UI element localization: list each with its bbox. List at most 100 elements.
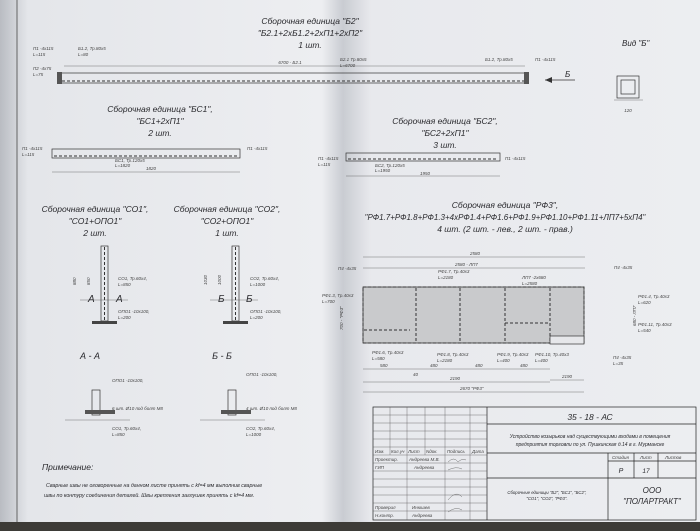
table-surface	[0, 522, 700, 531]
bs1-dim: 1820	[146, 166, 157, 171]
b2-part1-label: Б1.2, Тр.80х5	[78, 46, 106, 51]
co2-dim1: 1030	[203, 274, 208, 285]
signatures	[447, 458, 467, 513]
tb-role-0: Проектир.	[375, 457, 398, 462]
co1-formula: "СО1+ОПО1"	[69, 216, 122, 226]
section-bb-note: 4 шт. Ø10 под болт М8	[246, 406, 297, 411]
co1-base-len: L=200	[118, 315, 131, 320]
bs2-part-label: БС2, Тр.120х5	[375, 163, 405, 168]
co2-part-len: L=1000	[250, 282, 266, 287]
bs1-title: Сборочная единица "БС1",	[107, 104, 213, 114]
co1-title: Сборочная единица "СО1",	[42, 204, 149, 214]
view-b-dim: 120	[624, 108, 632, 113]
tb-header-podpis: Подпись	[447, 449, 465, 454]
bs1-part-len: L=1820	[115, 163, 131, 168]
bs1-formula: "БС1+2хП1"	[136, 116, 184, 126]
co2-cut-right: Б	[246, 294, 253, 305]
rf3-label-lp7: ЛП7 -2х680	[521, 275, 546, 280]
rf3-dim-bottom2: 2190	[561, 374, 573, 379]
tb-sheet-label: Лист	[639, 455, 652, 460]
rf3-label-rf19: РФ1.9, Тр.40х3	[497, 352, 529, 357]
rf3-dim-right: 680 - ЛП7	[632, 305, 637, 326]
rf3-label-rf14: РФ1.4, Тр.40х3	[638, 294, 670, 299]
rf3-label-p4: П4 -4х35	[613, 355, 632, 360]
rf3-label-lp7-len: L=2580	[522, 281, 538, 286]
tb-code: 35 - 18 - АС	[567, 412, 613, 422]
tb-project-line1: Устройство козырьков над существующими в…	[510, 433, 671, 440]
assembly-bs1: Сборочная единица "БС1", "БС1+2хП1" 2 шт…	[22, 104, 268, 173]
tb-name-3: Андреева	[411, 513, 433, 518]
tb-name-0: Андреева М.В.	[408, 457, 440, 462]
b2-plate-label: П1 -4х115	[33, 46, 54, 51]
section-bb-part: СО2, Тр.60х4,	[246, 426, 275, 431]
note: Примечание: Сварные швы не оговоренные н…	[42, 462, 262, 499]
rf3-label-rf16: РФ1.6, Тр.40х3	[372, 350, 404, 355]
bs2-part-len: L=1950	[375, 168, 391, 173]
tb-header-ndok: Nдок.	[426, 449, 438, 454]
rf3-dim-bottom1: 2190	[449, 376, 461, 381]
tb-name-2: Инюшев	[412, 505, 430, 510]
tb-header-data: Дата	[471, 449, 484, 454]
co1-cut-left: А	[87, 294, 95, 305]
bs2-plate-len: L=115	[318, 162, 331, 167]
section-aa-base: ОПО1 -10х100,	[112, 378, 144, 383]
bs2-formula: "БС2+2хП1"	[421, 128, 469, 138]
rf3-label-p4-len: L=35	[613, 361, 624, 366]
section-aa: А - А 6 шт. Ø10 под болт М8 СО1, Тр.60х4…	[65, 351, 163, 437]
assembly-bs2: Сборочная единица "БС2", "БС2+2хП1" 3 шт…	[318, 116, 526, 177]
rf3-label-rf18-len: L=2180	[437, 358, 453, 363]
section-aa-note: 6 шт. Ø10 под болт М8	[112, 406, 163, 411]
rf3-label-rf17-len: L=2180	[438, 275, 454, 280]
assembly-co1: Сборочная единица "СО1", "СО1+ОПО1" 2 шт…	[42, 204, 150, 324]
b2-part2-label: Б2.1 Тр.80х5	[340, 57, 367, 62]
tb-stage: Р	[619, 468, 624, 475]
rf3-dim-sheet: 2580 - ЛП7	[454, 262, 478, 267]
co2-qty: 1 шт.	[215, 228, 239, 238]
co2-dim2: 1000	[217, 274, 222, 285]
rf3-label-rf110: РФ1.10, Тр.40х3	[535, 352, 569, 357]
rf3-dim-height: 700 - "РФ3"	[339, 306, 344, 330]
b2-dim: 6700 - Б2.1	[278, 60, 302, 65]
tb-role-2: Проверил	[375, 505, 396, 510]
tb-sheet-title-line1: Сборочные единицы "Б2", "БС1", "БС2",	[507, 490, 586, 495]
view-b-title: Вид "Б"	[622, 39, 650, 48]
view-arrow-b: Б	[565, 70, 570, 79]
bs1-part-label: БС1, Тр.120х5	[115, 158, 145, 163]
co1-part-len: L=850	[118, 282, 131, 287]
rf3-label-rf16-len: L=580	[372, 356, 385, 361]
co2-part-label: СО2, Тр.60х4,	[250, 276, 279, 281]
bs2-title: Сборочная единица "БС2",	[392, 116, 498, 126]
bs2-dim: 1950	[420, 171, 431, 176]
rf3-span-1: 580	[380, 363, 388, 368]
rf3-label-rf13-len: L=700	[322, 299, 335, 304]
tb-name-1: Андреева	[413, 465, 435, 470]
bs2-plate-label: П1 -4х115	[318, 156, 339, 161]
rf3-dim-total-bottom: 2670 "РФ3"	[459, 386, 484, 391]
rf3-span-4: 480	[520, 363, 528, 368]
co2-cut-left: Б	[218, 294, 225, 305]
rf3-label-rf19-len: L=400	[497, 358, 510, 363]
rf3-label-p4-left: П4 -4х35	[338, 266, 357, 271]
b2-qty: 1 шт.	[298, 40, 322, 50]
tb-role-1: ГИП	[375, 465, 385, 470]
b2-part2-len: L=6700	[340, 63, 356, 68]
rf3-span-2: 480	[430, 363, 438, 368]
bs1-plate-len: L=115	[22, 152, 35, 157]
b2-title: Сборочная единица "Б2"	[261, 16, 359, 26]
assembly-rf3: Сборочная единица "РФ3", "РФ1.7+РФ1.8+РФ…	[322, 200, 672, 393]
b2-plate-len: L=115	[33, 52, 46, 57]
rf3-label-rf13: РФ1.3, Тр.40х3	[322, 293, 354, 298]
b2-formula: "Б2.1+2хБ1.2+2хП1+2хП2"	[258, 28, 363, 38]
co2-formula: "СО2+ОПО1"	[201, 216, 254, 226]
b2-plate-label-right: П1 -4х115	[535, 57, 556, 62]
co1-cut-right: А	[115, 294, 123, 305]
section-bb-base: ОПО1 -10х100,	[246, 372, 278, 377]
co2-base-label: ОПО1 -10х100,	[250, 309, 282, 314]
bs2-plate-label-right: П1 -4х115	[505, 156, 526, 161]
b2-plate2-len: L=75	[33, 72, 44, 77]
note-line1: Сварные швы не оговоренные на данном лис…	[46, 483, 262, 489]
rf3-qty: 4 шт. (2 шт. - лев., 2 шт. - прав.)	[437, 224, 573, 234]
b2-part1-len: L=80	[78, 52, 89, 57]
